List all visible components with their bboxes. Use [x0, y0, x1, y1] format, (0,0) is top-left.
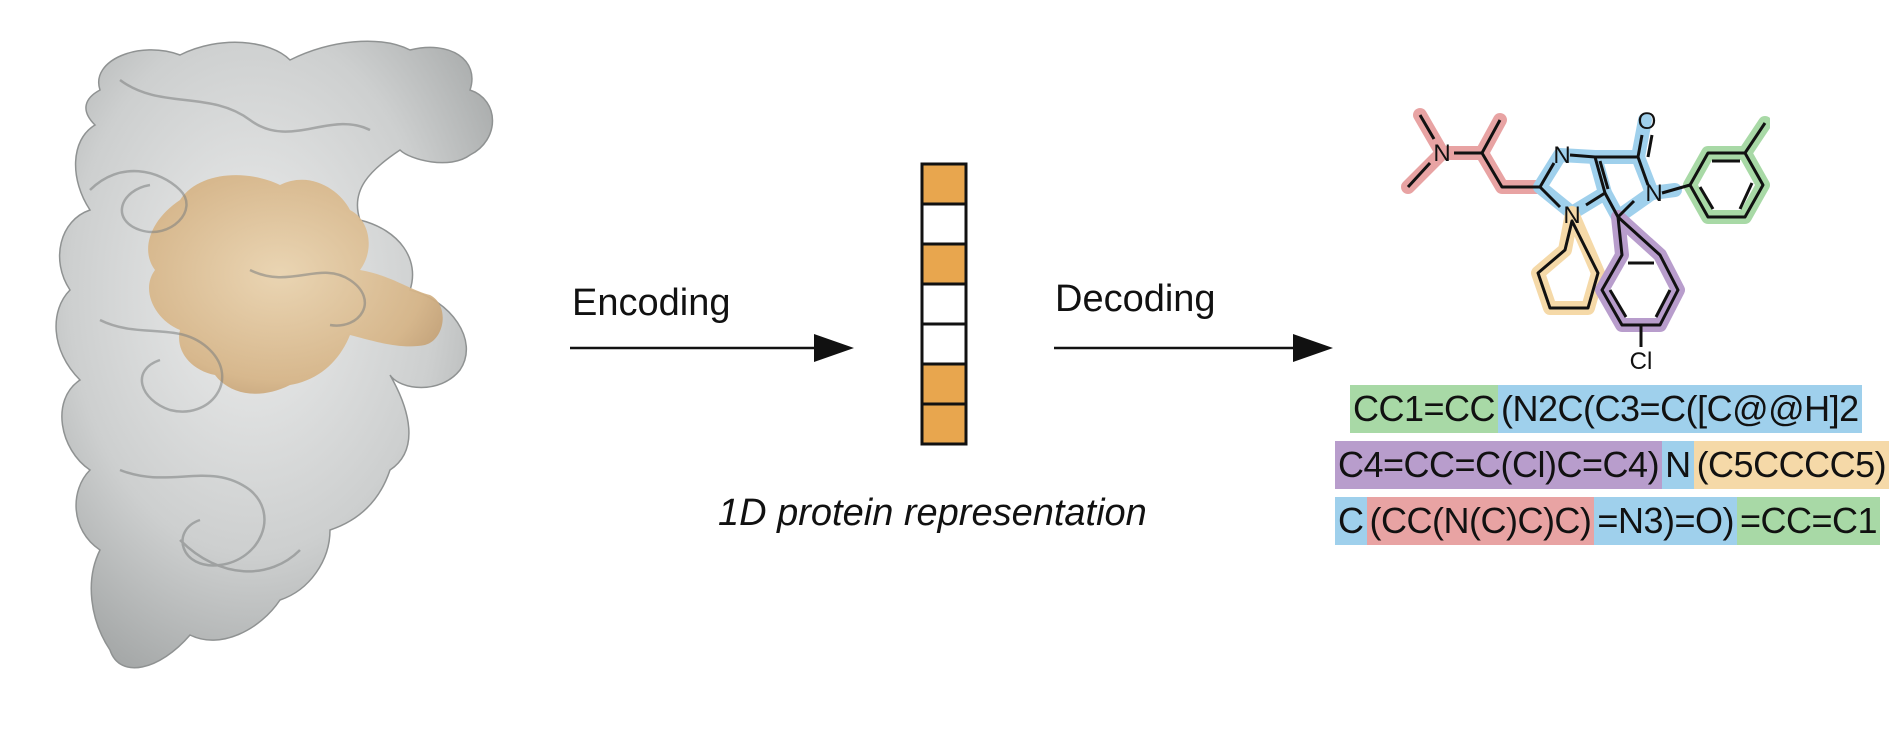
protein-backbone-ribbon: [89, 78, 371, 573]
encoding-arrow: [570, 334, 854, 362]
smiles-line-1: CC1=CC(N2C(C3=C([C@@H]2: [1350, 385, 1862, 433]
smiles-segment-blue: N: [1662, 441, 1694, 489]
n-atom-imidazole-top: N: [1553, 142, 1570, 169]
smiles-segment-orange: (C5CCCC5): [1693, 441, 1890, 489]
smiles-segment-blue: C: [1335, 497, 1367, 545]
vector-cell-empty: [920, 282, 968, 326]
protein-surface-illustration: [55, 40, 494, 669]
vector-cell-empty: [920, 322, 968, 366]
ligand-structure: N N N N O Cl: [1401, 108, 1770, 375]
smiles-segment-blue: =N3)=O): [1594, 497, 1737, 545]
vector-cell-filled: [920, 162, 968, 206]
decoding-label: Decoding: [1055, 278, 1216, 320]
decoding-arrow: [1054, 334, 1333, 362]
smiles-segment-green: =CC=C1: [1736, 497, 1881, 545]
vector-cell-filled: [920, 402, 968, 446]
smiles-segment-red: (CC(N(C)C)C): [1366, 497, 1595, 545]
protein-vector: [920, 162, 968, 446]
vector-cell-filled: [920, 242, 968, 286]
smiles-line-3: C(CC(N(C)C)C)=N3)=O)=CC=C1: [1335, 497, 1881, 545]
vector-cell-empty: [920, 202, 968, 246]
n-atom-lactam: N: [1645, 180, 1662, 207]
encoding-label: Encoding: [572, 282, 731, 324]
smiles-segment-purple: C4=CC=C(Cl)C=C4): [1335, 441, 1663, 489]
n-atom-amine: N: [1433, 140, 1450, 167]
n-atom-imidazole-bottom: N: [1563, 202, 1580, 229]
vector-caption: 1D protein representation: [718, 492, 1147, 534]
smiles-segment-blue: (N2C(C3=C([C@@H]2: [1498, 385, 1862, 433]
cl-atom: Cl: [1630, 348, 1653, 375]
binding-pocket: [148, 175, 443, 394]
smiles-line-2: C4=CC=C(Cl)C=C4)N(C5CCCC5): [1335, 441, 1890, 489]
smiles-string: CC1=CC(N2C(C3=C([C@@H]2 C4=CC=C(Cl)C=C4)…: [1335, 385, 1890, 555]
molecule-bonds: [1406, 114, 1767, 347]
smiles-segment-green: CC1=CC: [1350, 385, 1499, 433]
vector-cell-filled: [920, 362, 968, 406]
o-atom-carbonyl: O: [1638, 108, 1657, 135]
